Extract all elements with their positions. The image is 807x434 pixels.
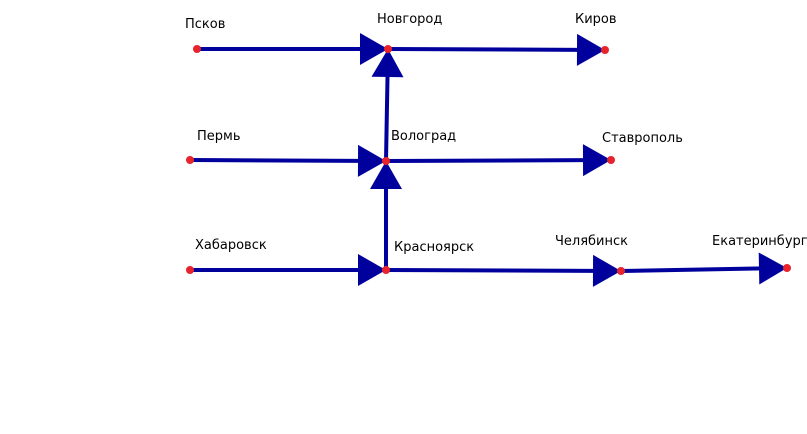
label-khabarovsk: Хабаровск <box>195 238 267 253</box>
edge-novgorod-kirov <box>387 47 606 52</box>
label-krasnoyarsk: Красноярск <box>394 240 474 255</box>
node-chelyabinsk <box>617 267 625 275</box>
edge-volgograd-stavropol <box>385 158 612 163</box>
arrowhead-volgograd-stavropol <box>582 144 611 177</box>
edges-layer <box>189 47 788 273</box>
arrowhead-pskov-novgorod <box>360 33 388 65</box>
label-volgograd: Волоград <box>391 129 456 144</box>
node-kirov <box>601 46 609 54</box>
node-stavropol <box>607 156 615 164</box>
node-ekaterinburg <box>783 264 791 272</box>
label-kirov: Киров <box>575 12 617 27</box>
node-perm <box>186 156 194 164</box>
label-perm: Пермь <box>197 129 241 144</box>
arrowhead-chelyabinsk-ekaterinburg <box>758 252 787 285</box>
arrowhead-novgorod-kirov <box>576 33 605 66</box>
edge-perm-volgograd <box>189 158 387 163</box>
nodes-layer <box>186 45 791 275</box>
arrowhead-perm-volgograd <box>357 144 386 177</box>
arrowhead-krasnoyarsk-volgograd <box>370 161 402 189</box>
arrowheads-layer <box>357 33 787 287</box>
label-stavropol: Ставрополь <box>602 131 683 146</box>
arrowhead-volgograd-novgorod <box>371 49 404 78</box>
arrowhead-krasnoyarsk-chelyabinsk <box>592 254 621 287</box>
arrowhead-khabarovsk-krasnoyarsk <box>358 254 386 286</box>
label-novgorod: Новгород <box>377 12 442 27</box>
label-pskov: Псков <box>185 17 225 32</box>
node-krasnoyarsk <box>382 266 390 274</box>
label-chelyabinsk: Челябинск <box>555 234 628 249</box>
node-novgorod <box>384 45 392 53</box>
node-volgograd <box>382 157 390 165</box>
node-pskov <box>193 45 201 53</box>
label-ekaterinburg: Екатеринбург <box>712 234 807 249</box>
edge-krasnoyarsk-chelyabinsk <box>385 268 622 273</box>
node-khabarovsk <box>186 266 194 274</box>
